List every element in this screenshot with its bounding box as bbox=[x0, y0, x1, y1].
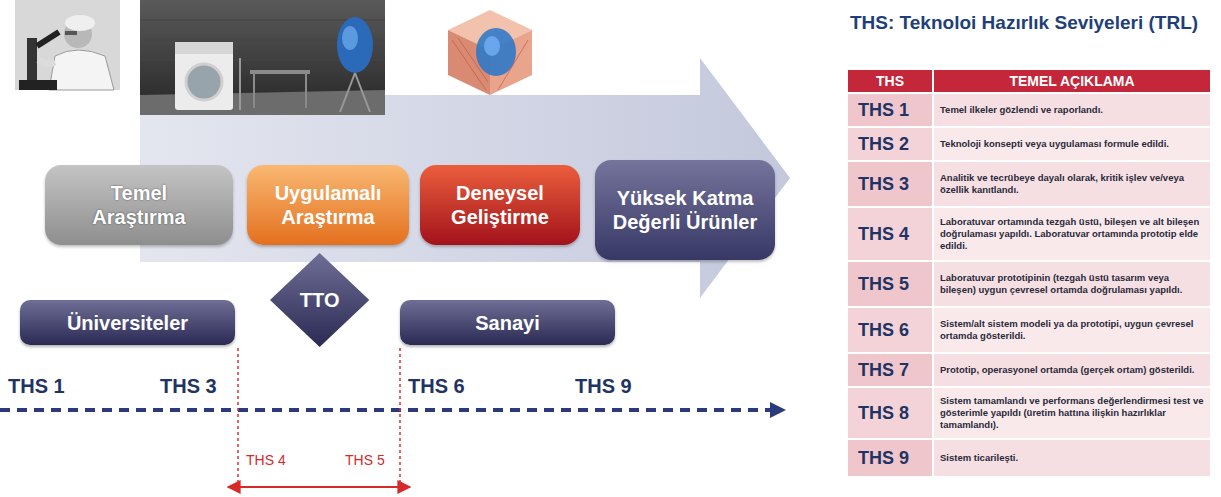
node-label: Üniversiteler bbox=[67, 311, 188, 335]
label-anchor: THS 5 bbox=[345, 452, 385, 468]
table-cell-text: THS 6 bbox=[858, 320, 909, 341]
scientist-photo bbox=[15, 0, 120, 90]
table-cell-text: THS 3 bbox=[858, 174, 909, 195]
table-cell: THS 9 bbox=[848, 440, 932, 476]
table-cell: THS 6 bbox=[848, 308, 932, 352]
node-label: Sanayi bbox=[475, 311, 539, 335]
node-content: Temel Araştırma bbox=[74, 181, 204, 229]
node-content: Üniversiteler bbox=[67, 311, 188, 335]
node-content: Uygulamalı Araştırma bbox=[257, 181, 399, 229]
header-text: THS bbox=[876, 73, 904, 89]
trl-table: THS TEMEL AÇIKLAMA THS 1 Temel ilkeler gözl… bbox=[848, 70, 1210, 478]
table-row: THS 8 Sistem tamamlandı ve performans değ… bbox=[848, 388, 1210, 438]
table-cell: Laboratuvar ortamında tezgah üstü, bileş… bbox=[934, 208, 1210, 260]
label-anchor: THS 1 bbox=[8, 375, 65, 398]
table-cell-text: THS 5 bbox=[858, 274, 909, 295]
label-anchor: THS 4 bbox=[246, 452, 286, 468]
table-cell-text: Temel ilkeler gözlendi ve raporlandı. bbox=[940, 104, 1103, 116]
table-cell-text: Laboratuvar prototipinin (tezgah üstü ta… bbox=[940, 272, 1204, 296]
stage-box: Deneysel Geliştirme bbox=[420, 165, 580, 245]
cube-model bbox=[448, 10, 532, 95]
table-cell: Sistem tamamlandı ve performans değerlen… bbox=[934, 388, 1210, 438]
lab-photo bbox=[140, 0, 385, 115]
table-cell: Sistem/alt sistem modeli ya da prototipi… bbox=[934, 308, 1210, 352]
header-cell: THS bbox=[848, 70, 932, 92]
table-cell-text: THS 4 bbox=[858, 224, 909, 245]
table-cell: Teknoloji konsepti veya uygulaması formu… bbox=[934, 128, 1210, 160]
table-cell-text: Sistem ticarileşti. bbox=[940, 452, 1018, 464]
table-cell-text: Prototip, operasyonel ortamda (gerçek or… bbox=[940, 364, 1194, 376]
node-content: Sanayi bbox=[475, 311, 539, 335]
table-cell: THS 4 bbox=[848, 208, 932, 260]
table-cell-text: THS 2 bbox=[858, 134, 909, 155]
table-title: THS: Teknoloi Hazırlık Seviyeleri (TRL) bbox=[850, 12, 1220, 35]
table-cell: THS 5 bbox=[848, 262, 932, 306]
table-cell: Temel ilkeler gözlendi ve raporlandı. bbox=[934, 94, 1210, 126]
institution-box: Sanayi bbox=[400, 300, 615, 345]
axis-label: THS 3 bbox=[160, 375, 217, 398]
header-text: TEMEL AÇIKLAMA bbox=[1009, 73, 1134, 89]
label-anchor: THS 6 bbox=[408, 375, 465, 398]
node-label: Yüksek Katma Değerli Ürünler bbox=[605, 186, 765, 234]
label-anchor: THS 9 bbox=[575, 375, 632, 398]
axis-label: THS 1 bbox=[8, 375, 65, 398]
table-cell-text: THS 9 bbox=[858, 448, 909, 469]
table-cell: THS 8 bbox=[848, 388, 932, 438]
process-arrow bbox=[140, 58, 790, 298]
range-label: THS 5 bbox=[345, 452, 385, 468]
tto-range-bracket bbox=[228, 348, 410, 487]
stage-box: Uygulamalı Araştırma bbox=[247, 165, 409, 245]
range-label: THS 4 bbox=[246, 452, 286, 468]
ths-axis bbox=[0, 402, 786, 418]
table-row: THS 4 Laboratuvar ortamında tezgah üstü, … bbox=[848, 208, 1210, 260]
table-cell-text: Teknoloji konsepti veya uygulaması formu… bbox=[940, 138, 1169, 150]
table-cell: Prototip, operasyonel ortamda (gerçek or… bbox=[934, 354, 1210, 386]
node-content: TTO bbox=[300, 288, 340, 312]
table-row: THS 2 Teknoloji konsepti veya uygulaması … bbox=[848, 128, 1210, 160]
stage-box: Temel Araştırma bbox=[45, 165, 233, 245]
decision-diamond: TTO bbox=[270, 253, 369, 347]
node-label: TTO bbox=[300, 288, 340, 312]
table-cell-text: Sistem/alt sistem modeli ya da prototipi… bbox=[940, 318, 1204, 342]
table-cell-text: Sistem tamamlandı ve performans değerlen… bbox=[940, 395, 1204, 431]
table-row: THS 9 Sistem ticarileşti. bbox=[848, 440, 1210, 476]
table-cell: Analitik ve tecrübeye dayalı olarak, kri… bbox=[934, 162, 1210, 206]
table-row: THS 7 Prototip, operasyonel ortamda (gerç… bbox=[848, 354, 1210, 386]
institution-box: Üniversiteler bbox=[20, 300, 235, 345]
table-row: THS 1 Temel ilkeler gözlendi ve raporland… bbox=[848, 94, 1210, 126]
table-cell: THS 3 bbox=[848, 162, 932, 206]
axis-label: THS 9 bbox=[575, 375, 632, 398]
node-content: Yüksek Katma Değerli Ürünler bbox=[605, 186, 765, 234]
table-cell-text: THS 7 bbox=[858, 360, 909, 381]
table-cell-text: Analitik ve tecrübeye dayalı olarak, kri… bbox=[940, 172, 1204, 196]
table-cell: THS 2 bbox=[848, 128, 932, 160]
table-cell: Laboratuvar prototipinin (tezgah üstü ta… bbox=[934, 262, 1210, 306]
label-anchor: THS 3 bbox=[160, 375, 217, 398]
table-cell: THS 1 bbox=[848, 94, 932, 126]
table-cell: Sistem ticarileşti. bbox=[934, 440, 1210, 476]
product-box: Yüksek Katma Değerli Ürünler bbox=[595, 160, 775, 260]
table-cell-text: THS 1 bbox=[858, 100, 909, 121]
node-content: Deneysel Geliştirme bbox=[430, 181, 570, 229]
node-label: Uygulamalı Araştırma bbox=[257, 181, 399, 229]
node-label: Temel Araştırma bbox=[74, 181, 204, 229]
table-cell-text: Laboratuvar ortamında tezgah üstü, bileş… bbox=[940, 216, 1204, 252]
table-header: THS TEMEL AÇIKLAMA bbox=[848, 70, 1210, 92]
axis-label: THS 6 bbox=[408, 375, 465, 398]
table-row: THS 5 Laboratuvar prototipinin (tezgah üs… bbox=[848, 262, 1210, 306]
table-cell-text: THS 8 bbox=[858, 403, 909, 424]
diamond-shape bbox=[270, 253, 369, 347]
header-cell: TEMEL AÇIKLAMA bbox=[934, 70, 1210, 92]
table-row: THS 6 Sistem/alt sistem modeli ya da prot… bbox=[848, 308, 1210, 352]
table-cell: THS 7 bbox=[848, 354, 932, 386]
node-label: Deneysel Geliştirme bbox=[430, 181, 570, 229]
table-row: THS 3 Analitik ve tecrübeye dayalı olarak… bbox=[848, 162, 1210, 206]
